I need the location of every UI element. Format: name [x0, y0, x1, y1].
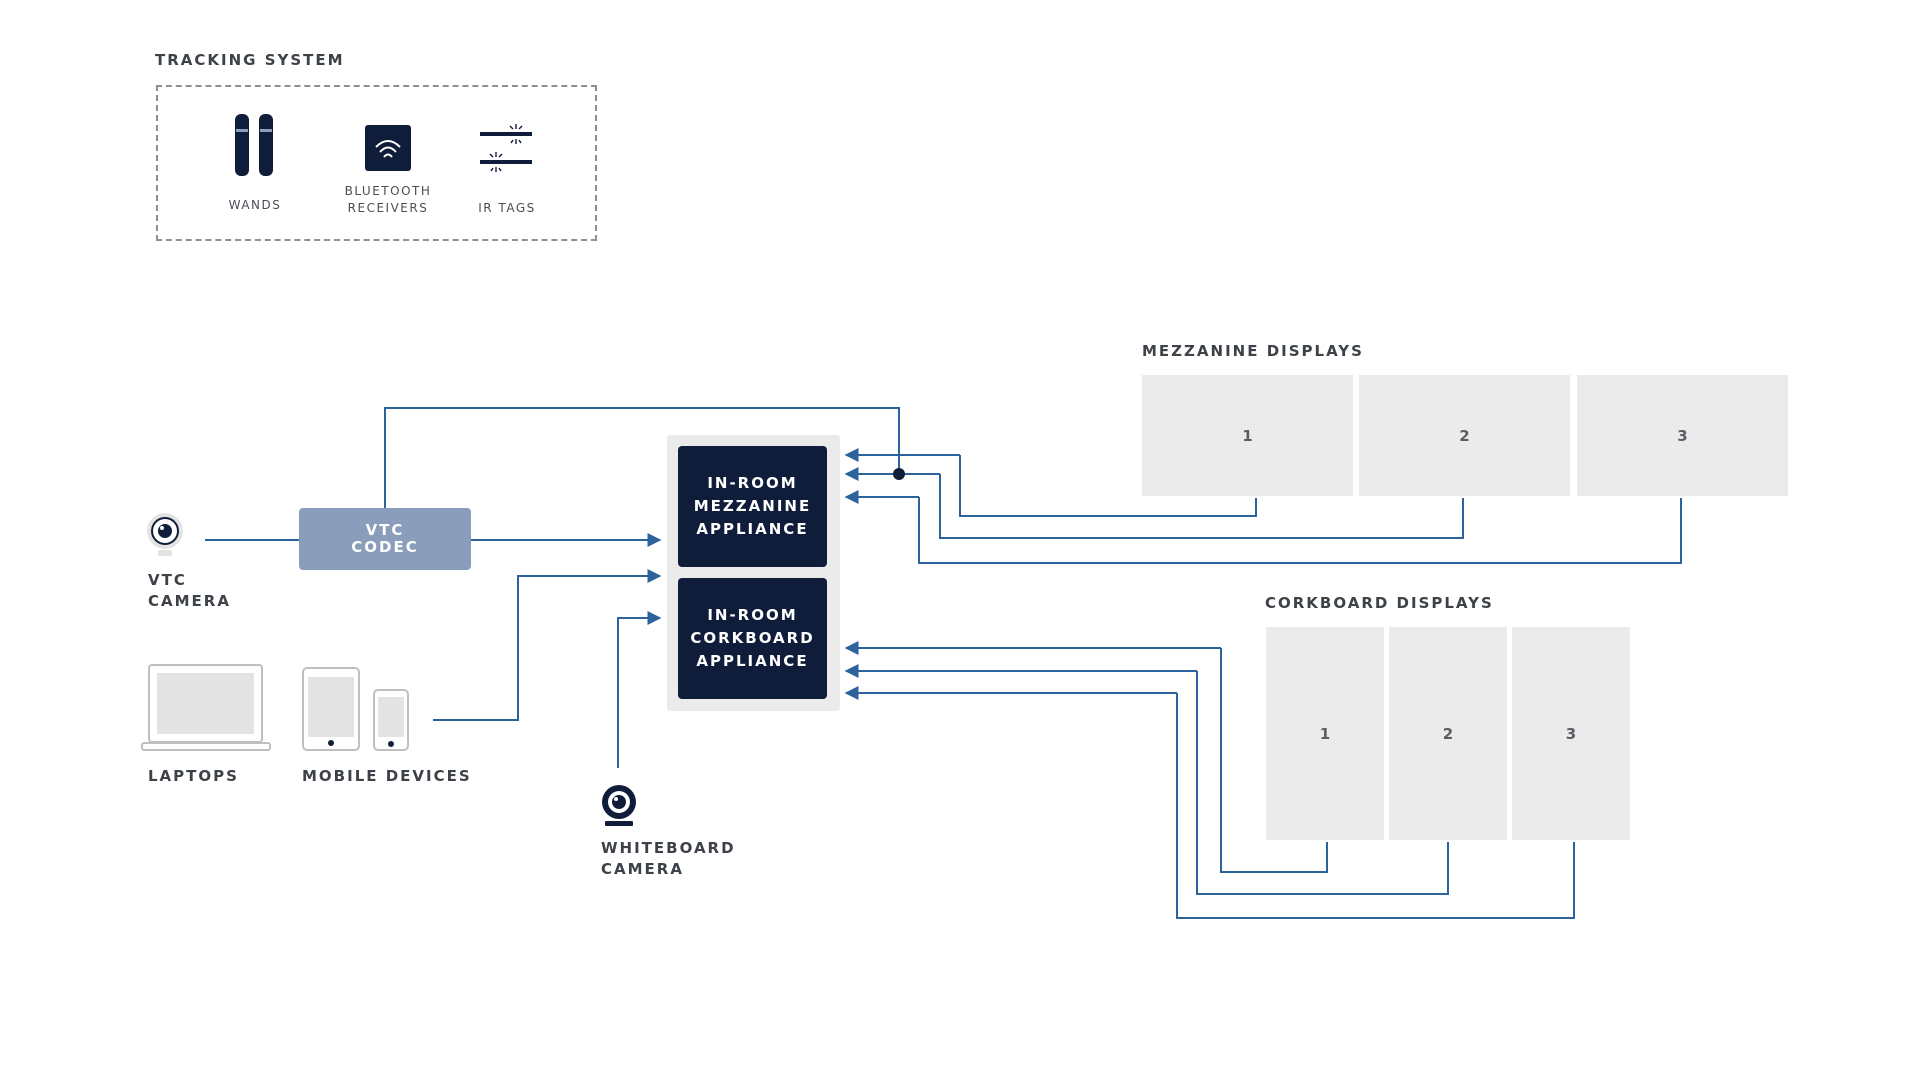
mobile-devices-label: MOBILE DEVICES [302, 767, 472, 785]
vtc-camera-label: VTC CAMERA [148, 571, 231, 610]
wands-icon [235, 114, 273, 176]
corkboard-appliance: IN-ROOM CORKBOARD APPLIANCE [678, 578, 827, 699]
corkboard-displays-title: CORKBOARD DISPLAYS [1265, 594, 1494, 612]
ir-tags-label: IR TAGS [478, 201, 536, 215]
bluetooth-receiver-icon [365, 125, 411, 171]
mezzanine-display-1: 1 [1142, 375, 1353, 496]
corkboard-display-2: 2 [1389, 627, 1507, 840]
bluetooth-receivers-label: BLUETOOTH RECEIVERS [344, 184, 432, 215]
laptops-label: LAPTOPS [148, 767, 239, 785]
ir-tags-icon [480, 124, 532, 172]
tracking-system-box [156, 85, 597, 241]
junction-dot [893, 468, 905, 480]
laptop-icon [141, 664, 271, 751]
corkboard-display-1: 1 [1266, 627, 1384, 840]
corkboard-display-3: 3 [1512, 627, 1630, 840]
mezzanine-appliance: IN-ROOM MEZZANINE APPLIANCE [678, 446, 827, 567]
vtc-codec: VTC CODEC [299, 508, 471, 570]
phone-icon [373, 689, 409, 751]
mezzanine-displays-title: MEZZANINE DISPLAYS [1142, 342, 1364, 360]
wands-label: WANDS [228, 198, 282, 212]
whiteboard-camera-label: WHITEBOARD CAMERA [601, 839, 736, 878]
mezzanine-display-3: 3 [1577, 375, 1788, 496]
vtc-camera-icon [147, 513, 183, 556]
tracking-system-title: TRACKING SYSTEM [155, 51, 345, 69]
tablet-icon [302, 667, 360, 751]
whiteboard-camera-icon [602, 785, 636, 826]
mezzanine-display-2: 2 [1359, 375, 1570, 496]
